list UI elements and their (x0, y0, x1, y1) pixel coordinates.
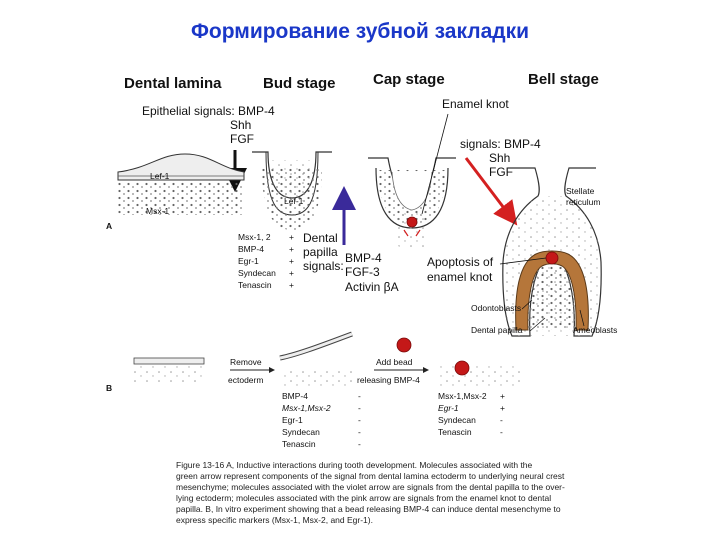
marker-name: Msx-1, 2 (238, 232, 271, 242)
dental-lamina-drawing (117, 153, 245, 215)
marker-sign: + (289, 244, 294, 254)
stage-dental-lamina: Dental lamina (124, 75, 222, 92)
caption-line: mesenchyme; molecules associated with th… (176, 482, 565, 492)
ectoderm-label: ectoderm (228, 375, 263, 385)
releasing-label: releasing BMP-4 (357, 375, 420, 385)
caption-line: papilla. B, In vitro experiment showing … (176, 504, 561, 514)
panel-b-table-right: Msx-1,Msx-2 + Egr-1 + Syndecan - Tenasci… (438, 391, 505, 437)
panel-b-tissue-bead (436, 360, 522, 386)
papilla-signal-bmp4: BMP-4 (345, 251, 382, 265)
marker-name: Syndecan (282, 427, 320, 437)
marker-name: Egr-1 (282, 415, 303, 425)
bead-floating (396, 337, 412, 353)
marker-name: Msx-1,Msx-2 (438, 391, 487, 401)
bell-enamel-knot (545, 251, 559, 265)
epithelial-signal-shh: Shh (230, 118, 251, 132)
bud-lef1-label: Lef-1 (284, 196, 304, 206)
marker-name: BMP-4 (282, 391, 308, 401)
enamel-knot-pointer (421, 113, 449, 215)
knot-signal-fgf: FGF (489, 165, 513, 179)
marker-name: Tenascin (238, 280, 272, 290)
marker-sign: - (500, 415, 503, 425)
red-arrow (464, 157, 518, 226)
stellate-reticulum-1: Stellate (566, 186, 595, 196)
figure-caption: Figure 13-16 A, Inductive interactions d… (176, 460, 565, 525)
marker-name: BMP-4 (238, 244, 264, 254)
epithelial-signals-title: Epithelial signals: BMP-4 (142, 104, 275, 118)
marker-sign: - (500, 427, 503, 437)
panel-b-tissue-1 (133, 357, 205, 384)
caption-line: lying ectoderm; molecules associated wit… (176, 493, 551, 503)
marker-name: Syndecan (238, 268, 276, 278)
apoptosis-1: Apoptosis of (427, 255, 494, 269)
remove-label: Remove (230, 357, 262, 367)
caption-line: Figure 13-16 A, Inductive interactions d… (176, 460, 533, 470)
marker-sign: + (500, 391, 505, 401)
panel-b-ectoderm-lifted (279, 331, 353, 386)
caption-line: green arrow represent components of the … (176, 471, 565, 481)
stage-bell: Bell stage (528, 71, 599, 88)
dental-papilla-signals-2: papilla (303, 245, 338, 259)
dental-papilla-signals-3: signals: (303, 259, 344, 273)
marker-name: Syndecan (438, 415, 476, 425)
bell-stage-drawing (502, 167, 602, 337)
marker-sign: - (358, 403, 361, 413)
panel-b-table-left: BMP-4 - Msx-1,Msx-2 - Egr-1 - Syndecan -… (282, 391, 361, 449)
panel-b-label: B (106, 383, 112, 393)
stage-bud: Bud stage (263, 75, 336, 92)
caption-line: express specific markers (Msx-1, Msx-2, … (176, 515, 373, 525)
marker-sign: - (358, 391, 361, 401)
knot-signals-title: signals: BMP-4 (460, 137, 541, 151)
marker-sign: - (358, 415, 361, 425)
enamel-knot-label: Enamel knot (442, 97, 509, 111)
apoptosis-2: enamel knot (427, 270, 493, 284)
papilla-signal-fgf3: FGF-3 (345, 265, 380, 279)
marker-sign: + (289, 268, 294, 278)
stellate-reticulum-2: reticulum (566, 197, 600, 207)
apoptosis-pointer (499, 257, 547, 265)
lamina-lef1-label: Lef-1 (150, 171, 170, 181)
marker-sign: + (289, 280, 294, 290)
marker-table-left: Msx-1, 2 + BMP-4 + Egr-1 + Syndecan + Te… (238, 232, 294, 290)
marker-name: Egr-1 (238, 256, 259, 266)
marker-name: Tenascin (282, 439, 316, 449)
dental-papilla-label: Dental papilla (471, 325, 523, 335)
marker-name: Egr-1 (438, 403, 459, 413)
panel-a-label: A (106, 221, 112, 231)
marker-sign: - (358, 427, 361, 437)
marker-sign: + (289, 232, 294, 242)
marker-sign: - (358, 439, 361, 449)
marker-sign: + (500, 403, 505, 413)
cap-enamel-knot (406, 216, 418, 228)
marker-sign: + (289, 256, 294, 266)
dental-papilla-signals-1: Dental (303, 231, 338, 245)
ameloblasts-label: Ameoblasts (573, 325, 617, 335)
slide-title: Формирование зубной закладки (190, 20, 530, 43)
knot-signal-shh: Shh (489, 151, 510, 165)
cap-stage-drawing (368, 157, 456, 249)
bud-stage-drawing (252, 151, 332, 230)
papilla-signal-activin: Activin βA (345, 280, 399, 294)
bead-implanted (454, 360, 470, 376)
lamina-msx1-label: Msx-1 (146, 206, 169, 216)
epithelial-signal-fgf: FGF (230, 132, 254, 146)
marker-name: Msx-1,Msx-2 (282, 403, 331, 413)
add-bead-label: Add bead (376, 357, 413, 367)
marker-name: Tenascin (438, 427, 472, 437)
odontoblasts-label: Odontoblasts (471, 303, 521, 313)
stage-cap: Cap stage (373, 71, 445, 88)
